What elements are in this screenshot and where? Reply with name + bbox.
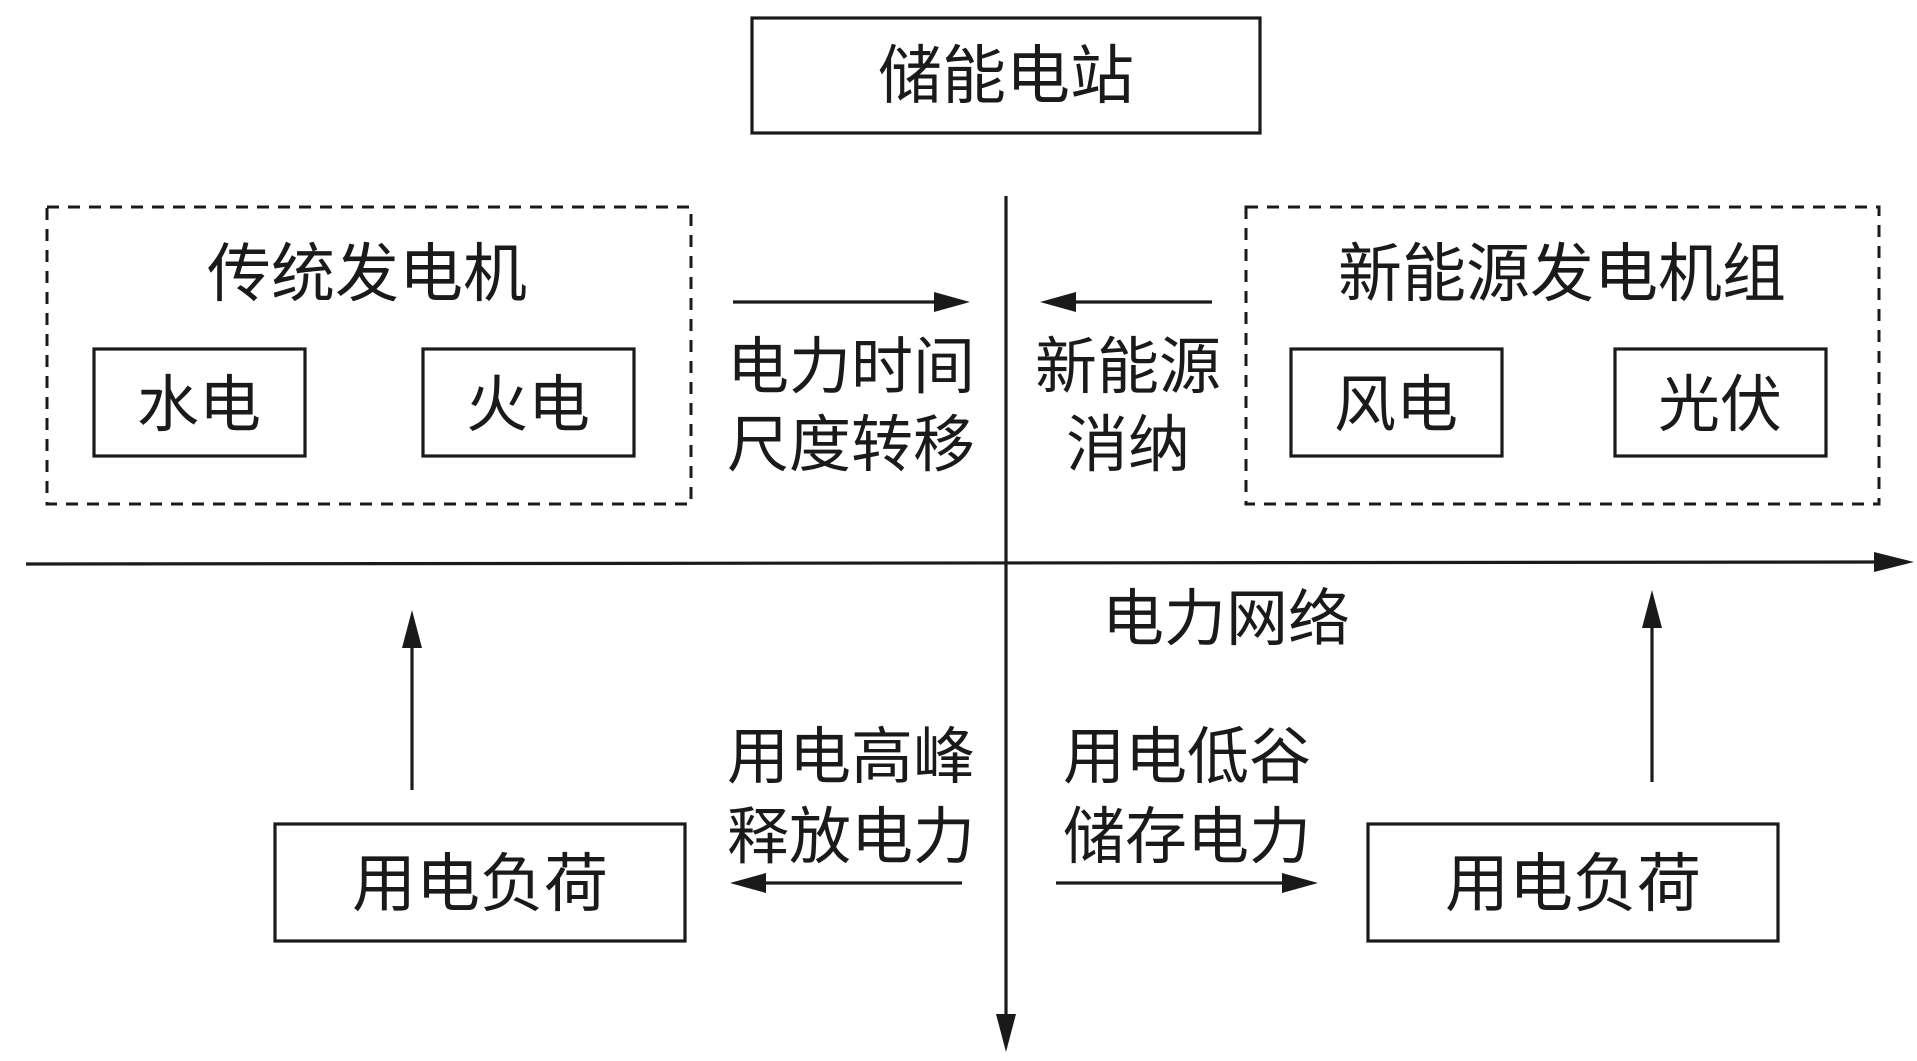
storage-station-node: 储能电站 [750, 16, 1262, 135]
time-shift-arrowhead [934, 292, 970, 312]
power-grid-axis: 电力网络 [25, 552, 1914, 655]
valley-store-line-1: 用电低谷 [1063, 720, 1311, 793]
load-left-up-arrowhead [402, 610, 422, 648]
hydro-box [92, 347, 307, 458]
traditional-group-title: 传统发电机 [207, 238, 527, 312]
time-shift-line-1: 电力时间 [727, 330, 975, 403]
renewable-group-frame [1244, 205, 1881, 506]
renewable-absorb-arrowhead [1040, 292, 1076, 312]
power-grid-arrowhead [1874, 552, 1914, 572]
load-left-node: 用电负荷 [273, 610, 687, 943]
load-right-node: 用电负荷 [1366, 590, 1780, 943]
renewable-absorb-line-2: 消纳 [1066, 408, 1190, 481]
peak-release-line-1: 用电高峰 [727, 720, 975, 793]
traditional-group-frame [45, 205, 693, 506]
load-right-label: 用电负荷 [1445, 848, 1701, 922]
solar-label: 光伏 [1658, 368, 1782, 441]
load-left-box [273, 822, 687, 943]
solar-box [1613, 347, 1828, 458]
vertical-axis-arrowhead [996, 1014, 1016, 1052]
renewable-generator-group: 新能源发电机组 风电 光伏 [1244, 205, 1881, 506]
renewable-group-title: 新能源发电机组 [1338, 238, 1786, 312]
vertical-axis [996, 196, 1016, 1052]
valley-store-line-2: 储存电力 [1063, 800, 1311, 873]
renewable-absorb-annotation: 新能源 消纳 [1035, 292, 1221, 481]
storage-station-label: 储能电站 [878, 40, 1134, 114]
wind-box [1289, 347, 1504, 458]
wind-label: 风电 [1334, 368, 1458, 441]
power-grid-axis-line [25, 560, 1881, 566]
thermal-label: 火电 [466, 368, 590, 441]
renewable-absorb-line-1: 新能源 [1035, 330, 1221, 403]
peak-release-annotation: 用电高峰 释放电力 [727, 720, 975, 893]
load-right-up-arrowhead [1642, 590, 1662, 628]
peak-release-arrowhead [730, 873, 766, 893]
load-right-box [1366, 822, 1780, 943]
storage-station-box [750, 16, 1262, 135]
thermal-box [421, 347, 636, 458]
valley-store-arrowhead [1282, 873, 1318, 893]
power-grid-label: 电力网络 [1102, 582, 1350, 655]
time-shift-annotation: 电力时间 尺度转移 [727, 292, 975, 481]
load-left-label: 用电负荷 [352, 848, 608, 922]
valley-store-annotation: 用电低谷 储存电力 [1056, 720, 1318, 893]
time-shift-line-2: 尺度转移 [727, 408, 975, 481]
hydro-label: 水电 [137, 368, 261, 441]
peak-release-line-2: 释放电力 [727, 800, 975, 873]
traditional-generator-group: 传统发电机 水电 火电 [45, 205, 693, 506]
